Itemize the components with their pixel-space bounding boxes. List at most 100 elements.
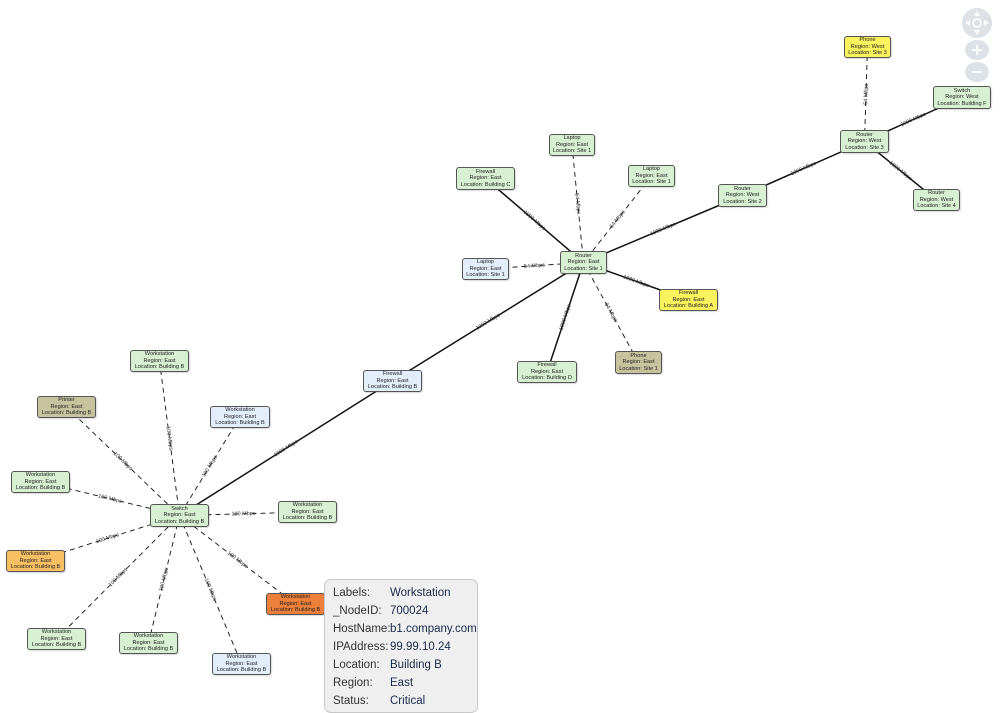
node-region: Region: East [143,357,176,364]
node-location: Location: Building B [215,420,265,427]
node-location: Location: Site 1 [619,365,658,372]
edge-n21-n19[interactable] [35,515,180,562]
edge-n19-n22[interactable] [179,515,296,605]
node-location: Location: Building B [10,564,61,571]
edge-n24-n19[interactable] [148,515,180,644]
edge-n8-n9[interactable] [485,177,584,264]
node-label: Laptop [476,259,495,266]
edge-n16-n19[interactable] [66,406,180,516]
node-region: Region: East [19,557,52,564]
tooltip-value: 700024 [390,605,429,617]
edge-n23-n19[interactable] [56,515,180,640]
node-label: Phone [630,352,647,359]
edge-n9-n14[interactable] [392,261,584,382]
tooltip-value: Building B [390,659,442,671]
node-region: Region: West [945,94,979,101]
zoom-in-button[interactable]: + [965,40,989,60]
edge-n17-n19[interactable] [179,416,241,516]
tooltip-key: IPAddress: [333,641,389,653]
edge-label: 1000 Mbps [888,160,913,182]
node-location: Location: Building C [460,181,511,188]
edge-label: 100 Mbps [203,578,218,603]
tooltip-key: HostName: [333,623,391,635]
edge-n6-n9[interactable] [571,144,584,263]
node-region: Region: East [225,660,258,667]
node-location: Location: Building B [15,485,66,492]
edge-label: 100 Mbps [201,454,219,478]
node-region: Region: East [40,635,73,642]
node-location: Location: Building B [41,410,92,417]
edge-n15-n19[interactable] [159,360,180,516]
edge-n1-n3[interactable] [864,46,868,142]
tooltip-key: Status: [333,695,369,707]
edge-n9-n5[interactable] [583,194,743,264]
node-location: Location: Building A [663,303,714,310]
navigation-control[interactable] [962,8,992,38]
node-label: Workstation [25,472,56,479]
edge-n14-n19[interactable] [179,380,393,517]
node-label: Workstation [292,502,323,509]
edge-n9-n12[interactable] [546,262,585,373]
tooltip-row-location: Location: Building B [333,656,477,674]
edge-label: 54 Mbps [524,262,546,269]
tooltip-value: Workstation [390,587,451,599]
edge-label: 54 Mbps [603,302,619,324]
node-tooltip: Labels:Workstation _NodeID:700024 HostNa… [324,579,478,713]
tooltip-key: Region: [333,677,373,689]
node-region: Region: East [376,377,409,384]
node-label: Laptop [642,166,661,173]
node-label: Switch [171,505,188,512]
node-label: Workstation [226,654,257,661]
node-region: Region: East [279,600,312,607]
node-location: Location: Site 1 [564,265,603,272]
edge-n7-n9[interactable] [583,175,652,263]
node-region: Region: East [555,141,589,148]
tooltip-key: Location: [333,659,380,671]
node-location: Location: Building B [367,384,418,391]
node-location: Location: Building B [154,518,205,525]
edge-label: 1000 Mbps [522,210,547,232]
node-label: Firewall [382,371,403,378]
tooltip-value: 99.99.10.24 [390,641,451,653]
node-label: Firewall [475,168,496,175]
node-region: Region: East [622,359,655,366]
zoom-out-button[interactable]: − [965,62,989,82]
node-region: Region: West [847,138,882,145]
node-region: Region: East [223,413,257,420]
edge-n9-n13[interactable] [583,262,639,363]
node-location: Location: Building B [123,646,174,653]
tooltip-key: Labels: [333,587,371,599]
edge-label: 100 Mbps [108,567,129,589]
edge-label: 1000 Mbps [475,312,502,332]
node-label: Workstation [144,351,175,358]
node-region: Region: West [850,43,885,50]
node-region: Region: East [132,639,165,646]
